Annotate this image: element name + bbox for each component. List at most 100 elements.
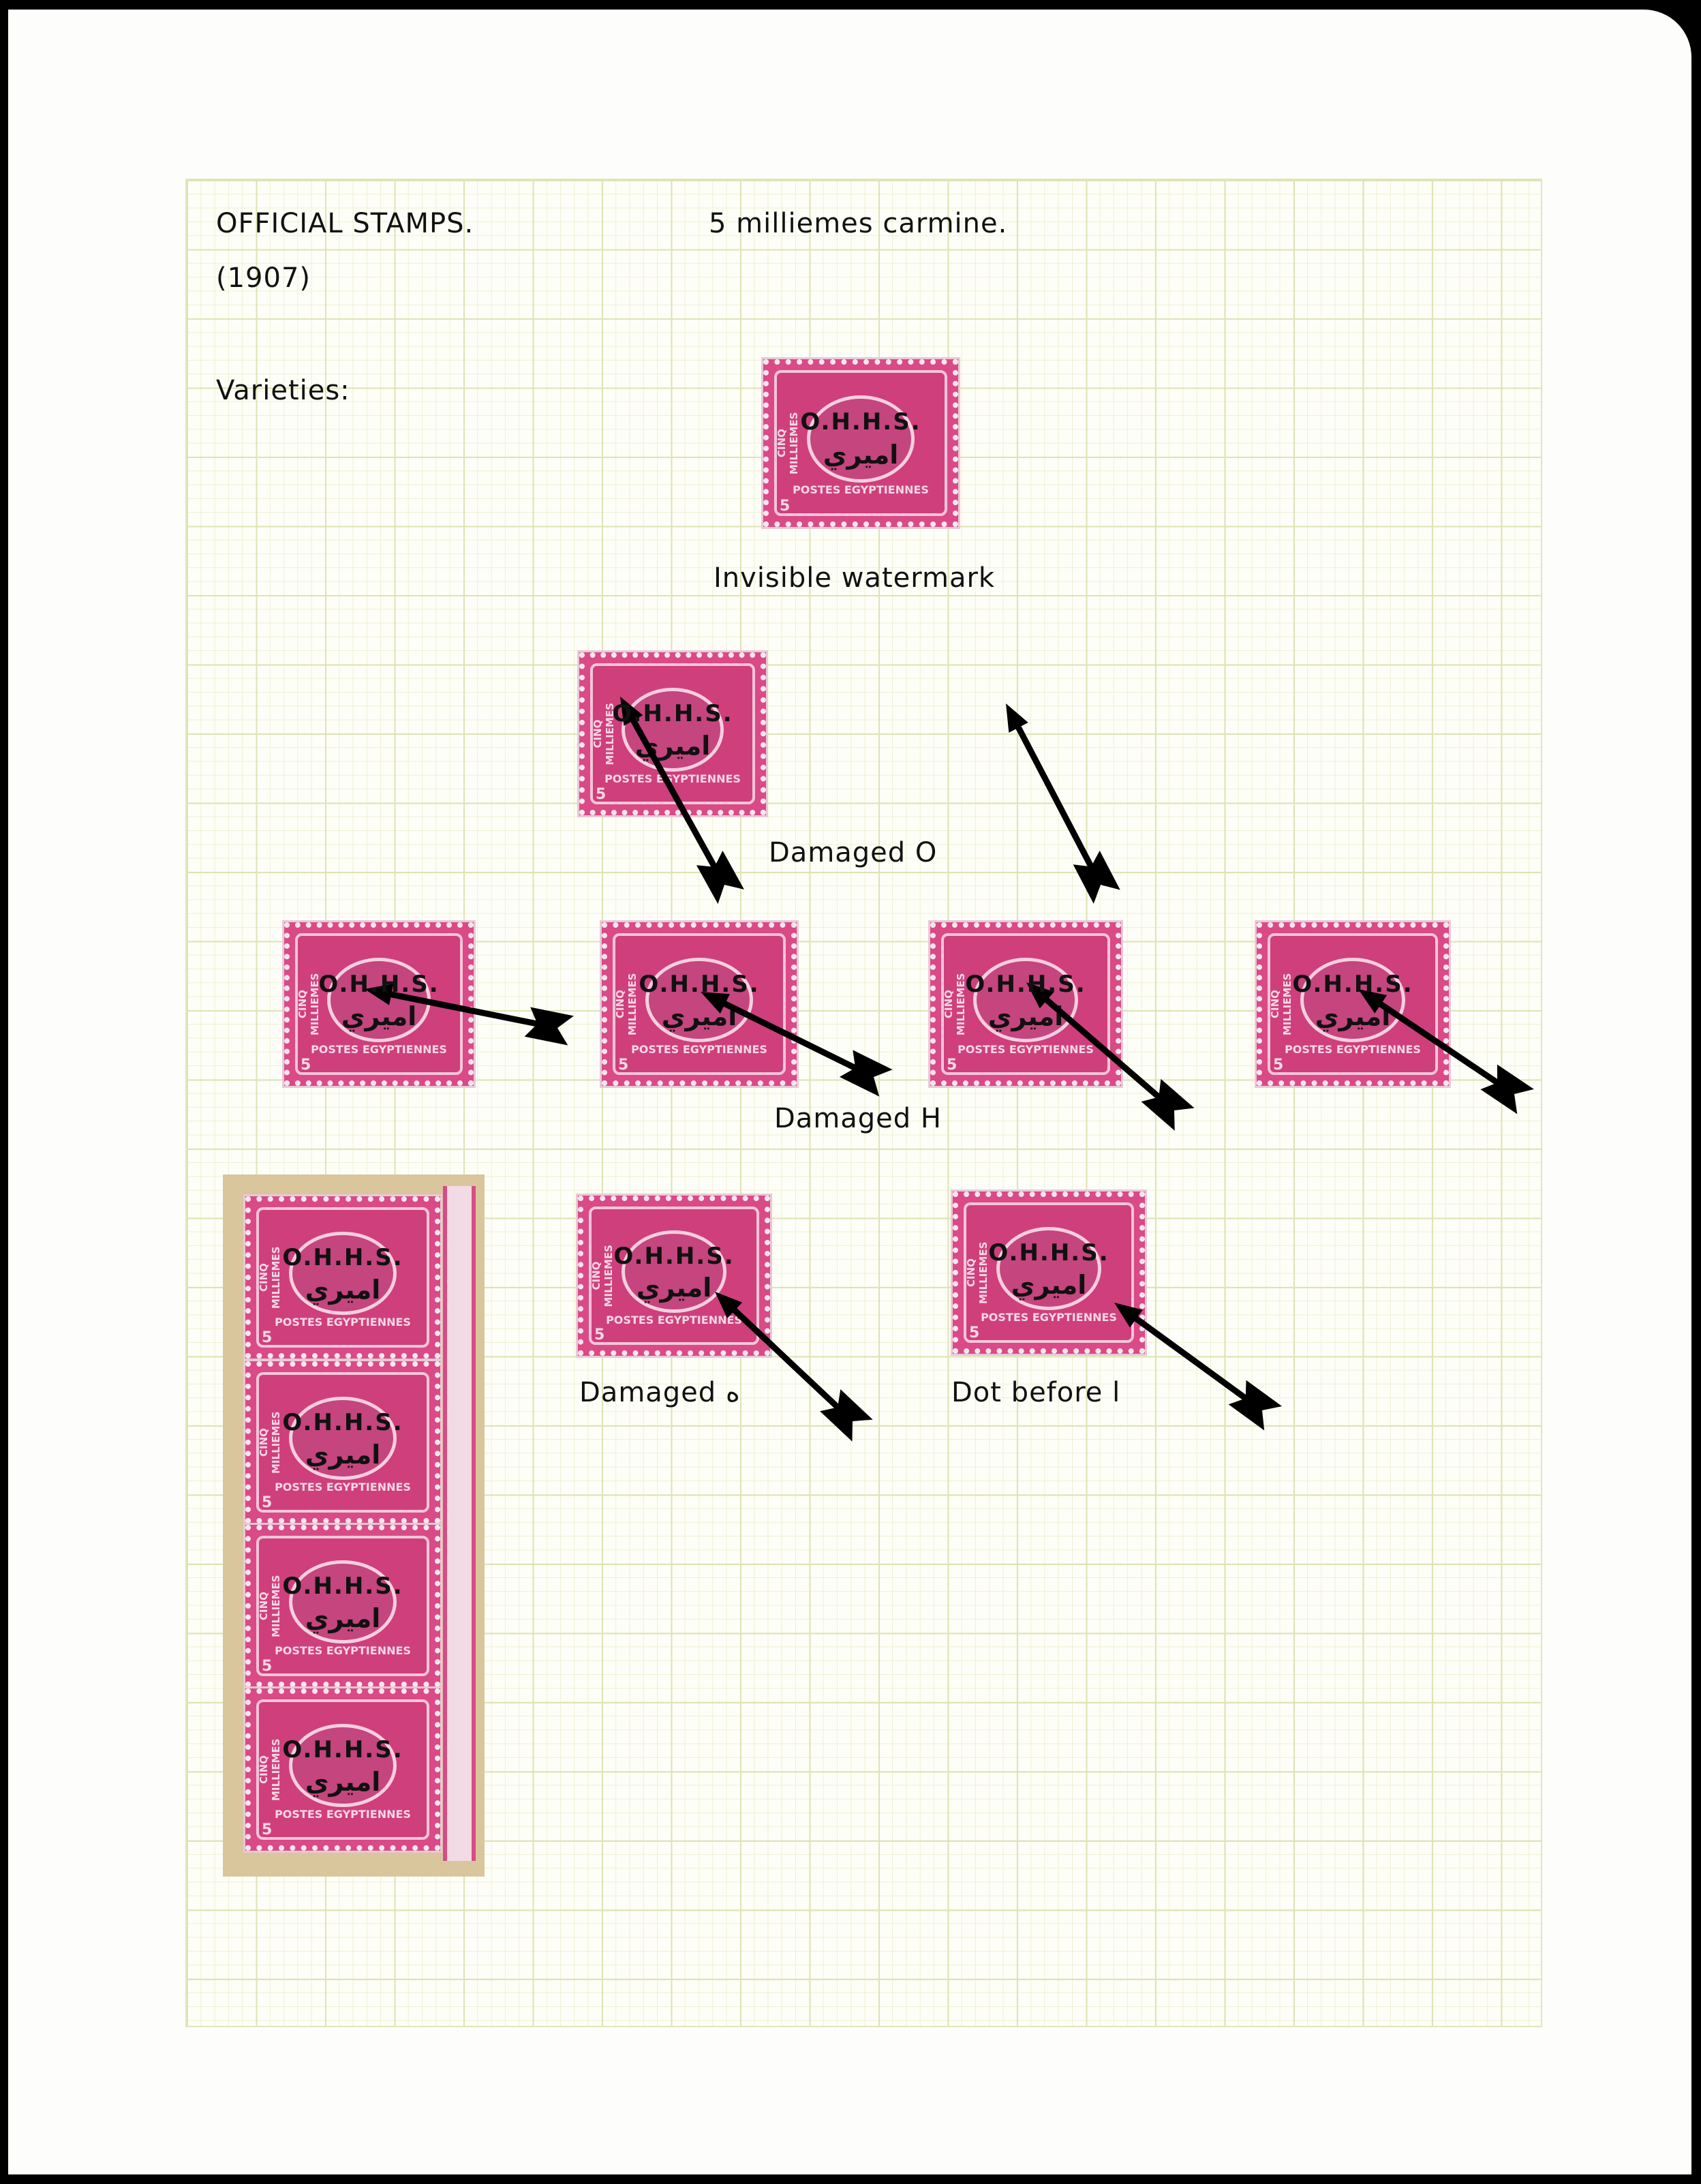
stamp-value: 5 [262, 1494, 273, 1511]
arrow-shaft [377, 988, 558, 1031]
stamp-overprint: O.H.H.S. [965, 970, 1086, 998]
stamp-oval [289, 1560, 397, 1644]
label-invisible-watermark: Invisible watermark [714, 562, 996, 594]
arrow-icon [620, 697, 744, 905]
varieties-heading: Varieties: [216, 375, 350, 406]
arrow-head [620, 697, 643, 726]
stamp-value: 5 [780, 498, 791, 515]
stamp-overprint-arabic: اميري [305, 1439, 381, 1470]
stamp-overprint: O.H.H.S. [282, 1244, 403, 1272]
stamp-bottom-text: POSTES EGYPTIENNES [957, 1043, 1094, 1057]
stamp-overprint-arabic: اميري [636, 1273, 712, 1303]
stamp-oval [1300, 958, 1406, 1042]
page-subtitle: 5 milliemes carmine. [709, 208, 1008, 239]
label-damaged-ha: Damaged ه [579, 1377, 740, 1408]
arrow-icon [1358, 989, 1534, 1114]
stamp-oval [973, 958, 1078, 1042]
arrow-head [701, 992, 730, 1014]
stamp-overprint: O.H.H.S. [988, 1239, 1109, 1267]
arrow-fletching [820, 1389, 873, 1442]
stamp-frame [774, 370, 947, 516]
stamp-value: 5 [262, 1658, 273, 1675]
arrow-fletching [1480, 1064, 1534, 1114]
stamp-bottom-text: POSTES EGYPTIENNES [311, 1043, 447, 1057]
arrow-head [1006, 703, 1028, 733]
stamp-overprint: O.H.H.S. [282, 1573, 403, 1601]
arrow-icon [1026, 982, 1195, 1131]
stamp-oval [807, 395, 915, 483]
arrow-shaft [1123, 1308, 1264, 1413]
stamp-oval [289, 1723, 397, 1808]
stamp-overprint: O.H.H.S. [613, 1243, 735, 1271]
arrow-fletching [524, 1007, 574, 1046]
stamp-overprint: O.H.H.S. [318, 970, 440, 998]
stamp-overprint: O.H.H.S. [282, 1736, 403, 1764]
stamp-bottom-text: POSTES EGYPTIENNES [631, 1043, 767, 1057]
stamp-overprint-arabic: اميري [305, 1274, 381, 1305]
arrow-head [365, 984, 394, 1005]
arrow-head [1026, 982, 1054, 1009]
stamp-frame [256, 1536, 429, 1676]
stamp-overprint: O.H.H.S. [639, 970, 760, 998]
stamp-overprint-arabic: اميري [823, 440, 899, 470]
arrow-shaft [1009, 714, 1103, 887]
stamp-overprint: O.H.H.S. [1292, 970, 1413, 998]
stamp-value: 5 [1273, 1057, 1284, 1074]
arrow-shaft [722, 1299, 855, 1424]
stamp-bottom-text: POSTES EGYPTIENNES [1285, 1043, 1421, 1057]
stamp-overprint-arabic: اميري [341, 1001, 417, 1031]
arrow-fletching [1073, 850, 1120, 904]
arrow-shaft [1035, 988, 1176, 1113]
stamp-overprint: O.H.H.S. [800, 408, 921, 436]
stamp-frame [613, 933, 786, 1075]
arrow-head [715, 1292, 743, 1319]
stamp-bottom-text: POSTES EGYPTIENNES [275, 1644, 411, 1658]
stamp-frame [1268, 933, 1438, 1075]
arrow-icon [365, 984, 574, 1046]
stamp-frame [964, 1202, 1134, 1343]
arrow-shaft [1368, 994, 1516, 1097]
arrow-fletching [1228, 1380, 1283, 1431]
stamp-value: 5 [262, 1821, 273, 1838]
arrow-icon [715, 1292, 873, 1442]
arrow-shaft [711, 995, 875, 1080]
stamp-oval [289, 1231, 397, 1316]
stamp-value: 5 [594, 1326, 605, 1344]
arrow-fletching [839, 1050, 893, 1097]
stamp-value: 5 [301, 1057, 311, 1074]
page-year: (1907) [216, 262, 311, 294]
stamp-value: 5 [262, 1329, 273, 1346]
arrow-icon [1006, 703, 1120, 904]
stamp-bottom-text: POSTES EGYPTIENNES [275, 1808, 411, 1821]
stamp-bottom-text: POSTES EGYPTIENNES [793, 483, 929, 497]
stamp-bottom-text: POSTES EGYPTIENNES [275, 1481, 411, 1494]
arrow-shaft [624, 707, 727, 887]
stamp-frame [589, 1207, 759, 1345]
label-damaged-h: Damaged H [774, 1103, 942, 1134]
stamp-overprint-arabic: اميري [1011, 1269, 1087, 1300]
arrow-icon [1114, 1303, 1283, 1431]
stamp-overprint-arabic: اميري [305, 1603, 381, 1633]
arrow-head [1358, 989, 1388, 1014]
stamp-frame [256, 1207, 429, 1348]
stamp-bottom-text: POSTES EGYPTIENNES [606, 1313, 742, 1326]
stamp-bottom-text: POSTES EGYPTIENNES [981, 1311, 1117, 1324]
label-damaged-o: Damaged O [769, 837, 938, 868]
stamp-frame [256, 1372, 429, 1513]
arrow-head [1114, 1303, 1143, 1328]
stamp-overprint: O.H.H.S. [282, 1409, 403, 1437]
stamp-oval [289, 1396, 397, 1481]
stamp-oval [645, 958, 753, 1042]
stamp-overprint-arabic: اميري [305, 1766, 381, 1797]
